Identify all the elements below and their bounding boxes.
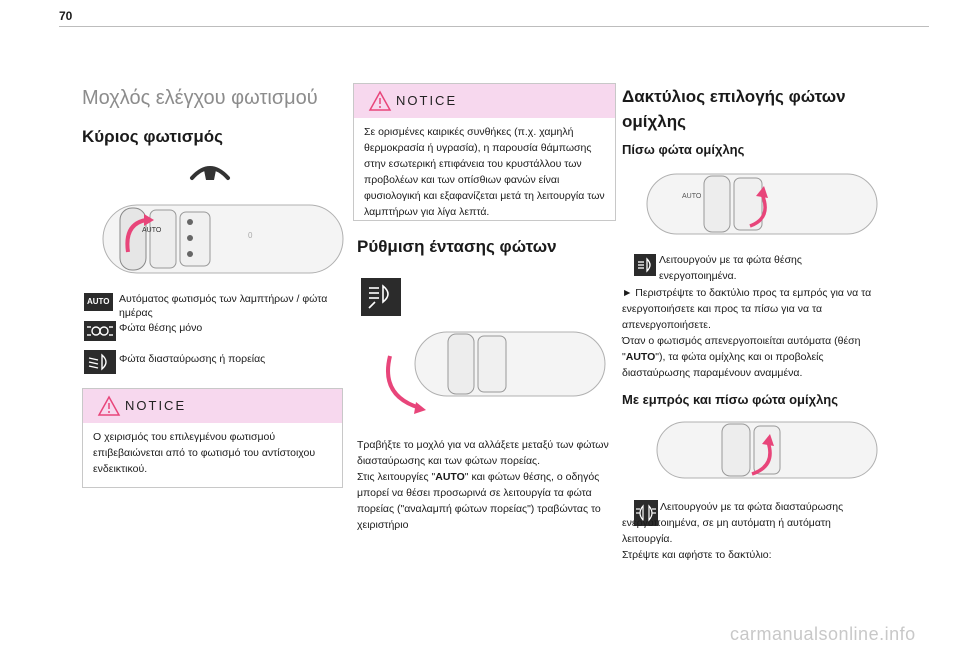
rear-fog-text-3-post: "), τα φώτα ομίχλης και οι προβολείς δια… bbox=[622, 351, 824, 379]
beam-para2-pre: Στις λειτουργίες " bbox=[357, 471, 436, 483]
steering-wheel-icon bbox=[190, 166, 230, 180]
warning-icon bbox=[368, 90, 392, 111]
legend-row-dipped: Φώτα διασταύρωσης ή πορείας bbox=[82, 350, 342, 374]
notice-title: NOTICE bbox=[125, 398, 187, 413]
subheading-rear-fog: Πίσω φώτα ομίχλης bbox=[622, 142, 745, 157]
rear-fog-stalk-diagram: AUTO bbox=[646, 173, 878, 235]
pull-arrow-icon bbox=[386, 355, 421, 410]
section-title: Μοχλός ελέγχου φωτισμού bbox=[82, 87, 318, 109]
auto-icon: AUTO bbox=[84, 293, 113, 311]
rear-fog-text-3-auto: AUTO bbox=[625, 351, 656, 363]
page-number: 70 bbox=[59, 9, 73, 23]
column-main-lighting: Μοχλός ελέγχου φωτισμού Κύριος φωτισμός bbox=[82, 70, 344, 148]
rotate-arrow-icon bbox=[125, 218, 147, 253]
front-rear-fog-icon bbox=[634, 500, 658, 526]
rear-fog-text-1: Λειτουργούν με τα φώτα θέσης ενεργοποιημ… bbox=[659, 254, 802, 282]
notice-text: Ο χειρισμός του επιλεγμένου φωτισμού επι… bbox=[93, 431, 316, 475]
beam-paragraph-2: Στις λειτουργίες "AUTO" και φώτων θέσης,… bbox=[357, 469, 615, 533]
legend-text-position: Φώτα θέσης μόνο bbox=[119, 322, 203, 334]
notice-box-1: NOTICE Ο χειρισμός του επιλεγμένου φωτισ… bbox=[82, 388, 343, 488]
beam-paragraph-1: Τραβήξτε το μοχλό για να αλλάξετε μεταξύ… bbox=[357, 439, 609, 467]
warning-icon bbox=[97, 395, 121, 416]
dipped-beam-icon bbox=[84, 350, 116, 374]
stalk-label-auto: AUTO bbox=[682, 193, 702, 200]
rear-fog-text-3: Όταν ο φωτισμός απενεργοποιείται αυτόματ… bbox=[622, 333, 872, 381]
top-rule bbox=[59, 26, 929, 27]
notice-header: NOTICE bbox=[83, 389, 342, 423]
beam-para2-rest: " και φώτων θέσης, ο οδηγός μπορεί να θέ… bbox=[357, 471, 601, 531]
stalk-label-auto: AUTO bbox=[142, 227, 162, 234]
subheading-front-rear-fog: Με εμπρός και πίσω φώτα ομίχλης bbox=[622, 392, 839, 407]
legend-row-position: Φώτα θέσης μόνο bbox=[82, 321, 342, 341]
subtitle-main-lighting: Κύριος φωτισμός bbox=[82, 127, 223, 146]
notice-text: Σε ορισμένες καιρικές συνθήκες (π.χ. χαμ… bbox=[364, 126, 605, 218]
front-fog-stalk-diagram bbox=[656, 421, 878, 479]
beam-switch-icon bbox=[361, 278, 401, 316]
front-fog-text-2: Στρέψτε και αφήστε το δακτύλιο: bbox=[622, 549, 772, 561]
rear-fog-icon bbox=[634, 254, 656, 276]
rotate-arrow-icon bbox=[749, 193, 767, 228]
notice-title: NOTICE bbox=[396, 93, 458, 108]
legend-row-auto: AUTO Αυτόματος φωτισμός των λαμπτήρων / … bbox=[82, 292, 342, 320]
stalk-label-zero: 0 bbox=[248, 231, 253, 240]
heading-beam-adjust: Ρύθμιση έντασης φώτων bbox=[357, 237, 557, 256]
rear-fog-text-2: ► Περιστρέψτε το δακτύλιο προς τα εμπρός… bbox=[622, 287, 872, 331]
heading-fog: Δακτύλιος επιλογής φώτων ομίχλης bbox=[622, 87, 846, 131]
watermark: carmanualsonline.info bbox=[730, 624, 916, 644]
beam-para2-auto: AUTO bbox=[435, 471, 465, 483]
lighting-stalk-diagram: AUTO 0 bbox=[102, 204, 344, 274]
notice-header: NOTICE bbox=[354, 84, 615, 118]
notice-box-2: NOTICE Σε ορισμένες καιρικές συνθήκες (π… bbox=[353, 83, 616, 221]
front-fog-text-1: Λειτουργούν με τα φώτα διασταύρωσης ενερ… bbox=[622, 501, 844, 545]
rear-fog-text-3-pre: Όταν ο φωτισμός απενεργοποιείται αυτόματ… bbox=[622, 335, 861, 363]
rotate-arrow-icon bbox=[751, 441, 772, 476]
legend-text-dipped: Φώτα διασταύρωσης ή πορείας bbox=[119, 353, 266, 365]
legend-text-auto: Αυτόματος φωτισμός των λαμπτήρων / φώτα … bbox=[119, 293, 328, 319]
beam-stalk-diagram bbox=[386, 331, 606, 414]
position-lights-icon bbox=[84, 321, 116, 341]
